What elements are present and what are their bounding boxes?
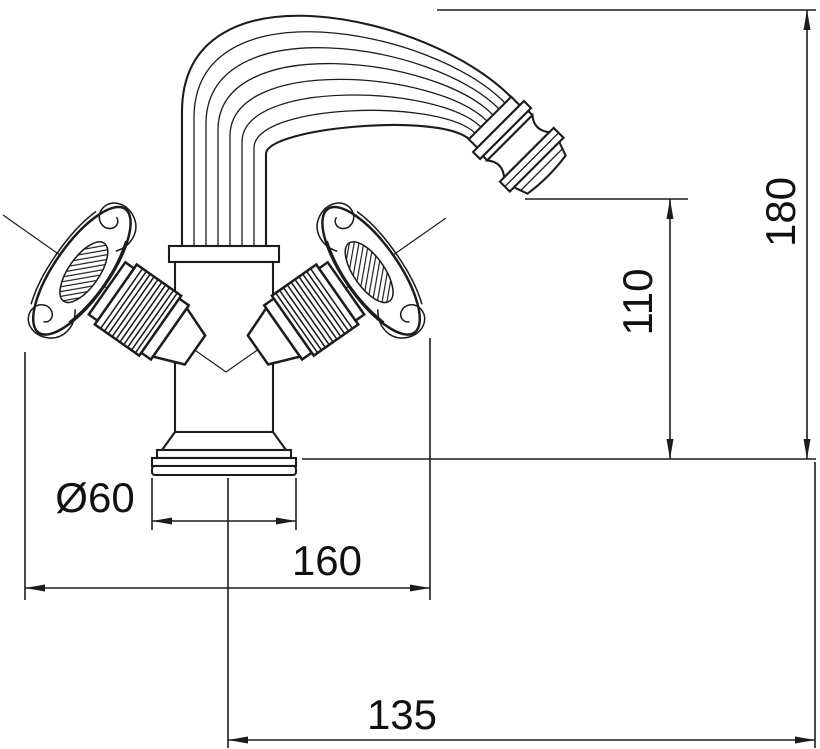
dimension-label-180: 180 <box>757 177 804 247</box>
dimension-label-d60: Ø60 <box>55 474 134 521</box>
arrowhead-up <box>803 10 811 30</box>
arrowhead-left <box>228 736 248 744</box>
arrowhead-down <box>666 439 674 459</box>
base-flange <box>150 430 298 477</box>
dimension-total-height: 180 <box>302 9 816 460</box>
dimension-spout-reach: 135 <box>227 462 816 748</box>
dimension-label-160: 160 <box>292 537 362 584</box>
dimension-spout-height: 110 <box>525 198 688 459</box>
body-collar <box>167 244 281 264</box>
spout-outlet <box>467 95 567 195</box>
arrowhead-left <box>25 584 45 592</box>
arrowhead-right <box>276 517 296 525</box>
dimension-label-110: 110 <box>614 269 661 336</box>
arrowhead-right <box>795 736 815 744</box>
arrowhead-left <box>152 517 172 525</box>
arrowhead-up <box>666 199 674 219</box>
dimension-base-diameter: Ø60 <box>55 474 297 530</box>
dimension-label-135: 135 <box>367 691 437 738</box>
arrowhead-down <box>803 439 811 459</box>
arrowhead-right <box>410 584 430 592</box>
spout-arc <box>180 14 512 250</box>
